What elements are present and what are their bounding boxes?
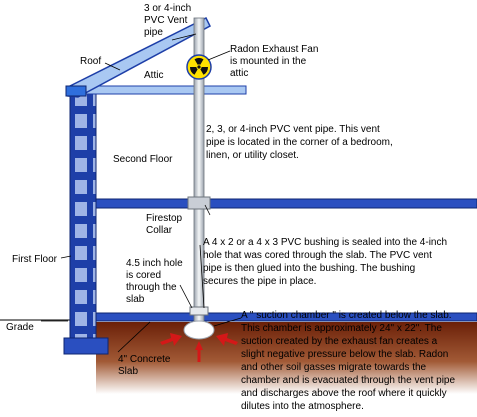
footing bbox=[63, 337, 109, 355]
roof-fascia bbox=[65, 85, 87, 97]
grade-label: Grade bbox=[6, 322, 34, 333]
attic-label: Attic bbox=[144, 70, 163, 81]
suction-chamber bbox=[183, 320, 215, 340]
vent-pipe-description: 2, 3, or 4-inch PVC vent pipe. This vent… bbox=[206, 124, 393, 161]
suction-arrow-icon bbox=[160, 333, 238, 362]
second-floor-label: Second Floor bbox=[113, 154, 173, 165]
second-floor-deck bbox=[95, 198, 477, 209]
leader-lines bbox=[41, 33, 242, 353]
firestop-collar bbox=[187, 196, 211, 210]
radiation-trefoil-icon bbox=[186, 54, 212, 80]
first-floor-label: First Floor bbox=[12, 254, 58, 265]
bushing-description: A 4 x 2 or a 4 x 3 PVC bushing is sealed… bbox=[203, 237, 447, 287]
suction-chamber-description: A " suction chamber " is created below t… bbox=[241, 310, 455, 412]
exterior-wall bbox=[69, 91, 97, 339]
roof-label: Roof bbox=[80, 56, 101, 67]
attic-ceiling bbox=[85, 85, 247, 95]
soil-layer bbox=[96, 322, 477, 394]
pvc-bushing bbox=[189, 306, 209, 316]
